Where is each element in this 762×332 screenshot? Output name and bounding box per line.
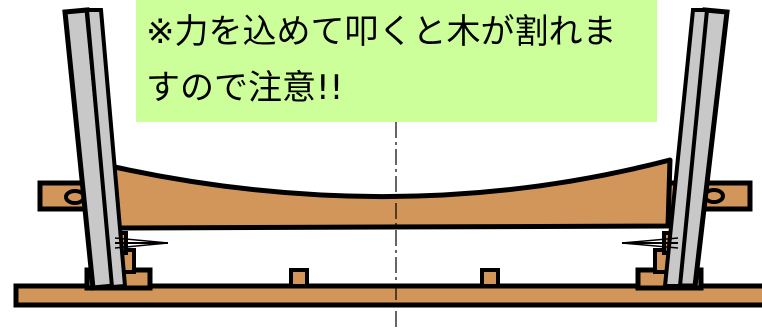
left-post-inner (84, 8, 128, 290)
right-wedge-arrow (621, 237, 679, 249)
base-block-center-left (289, 268, 309, 288)
caution-note-line-2: すので注意!! (146, 68, 344, 108)
base-block-center-right (480, 268, 500, 288)
base-board (13, 283, 762, 308)
caution-note: ※力を込めて叩くと木が割れま すので注意!! (136, 0, 657, 122)
caution-note-line-1: ※力を込めて叩くと木が割れま (146, 12, 617, 52)
curved-wood-plank (107, 157, 673, 231)
left-wedge-arrow (114, 237, 169, 249)
right-post-inner (662, 8, 710, 288)
